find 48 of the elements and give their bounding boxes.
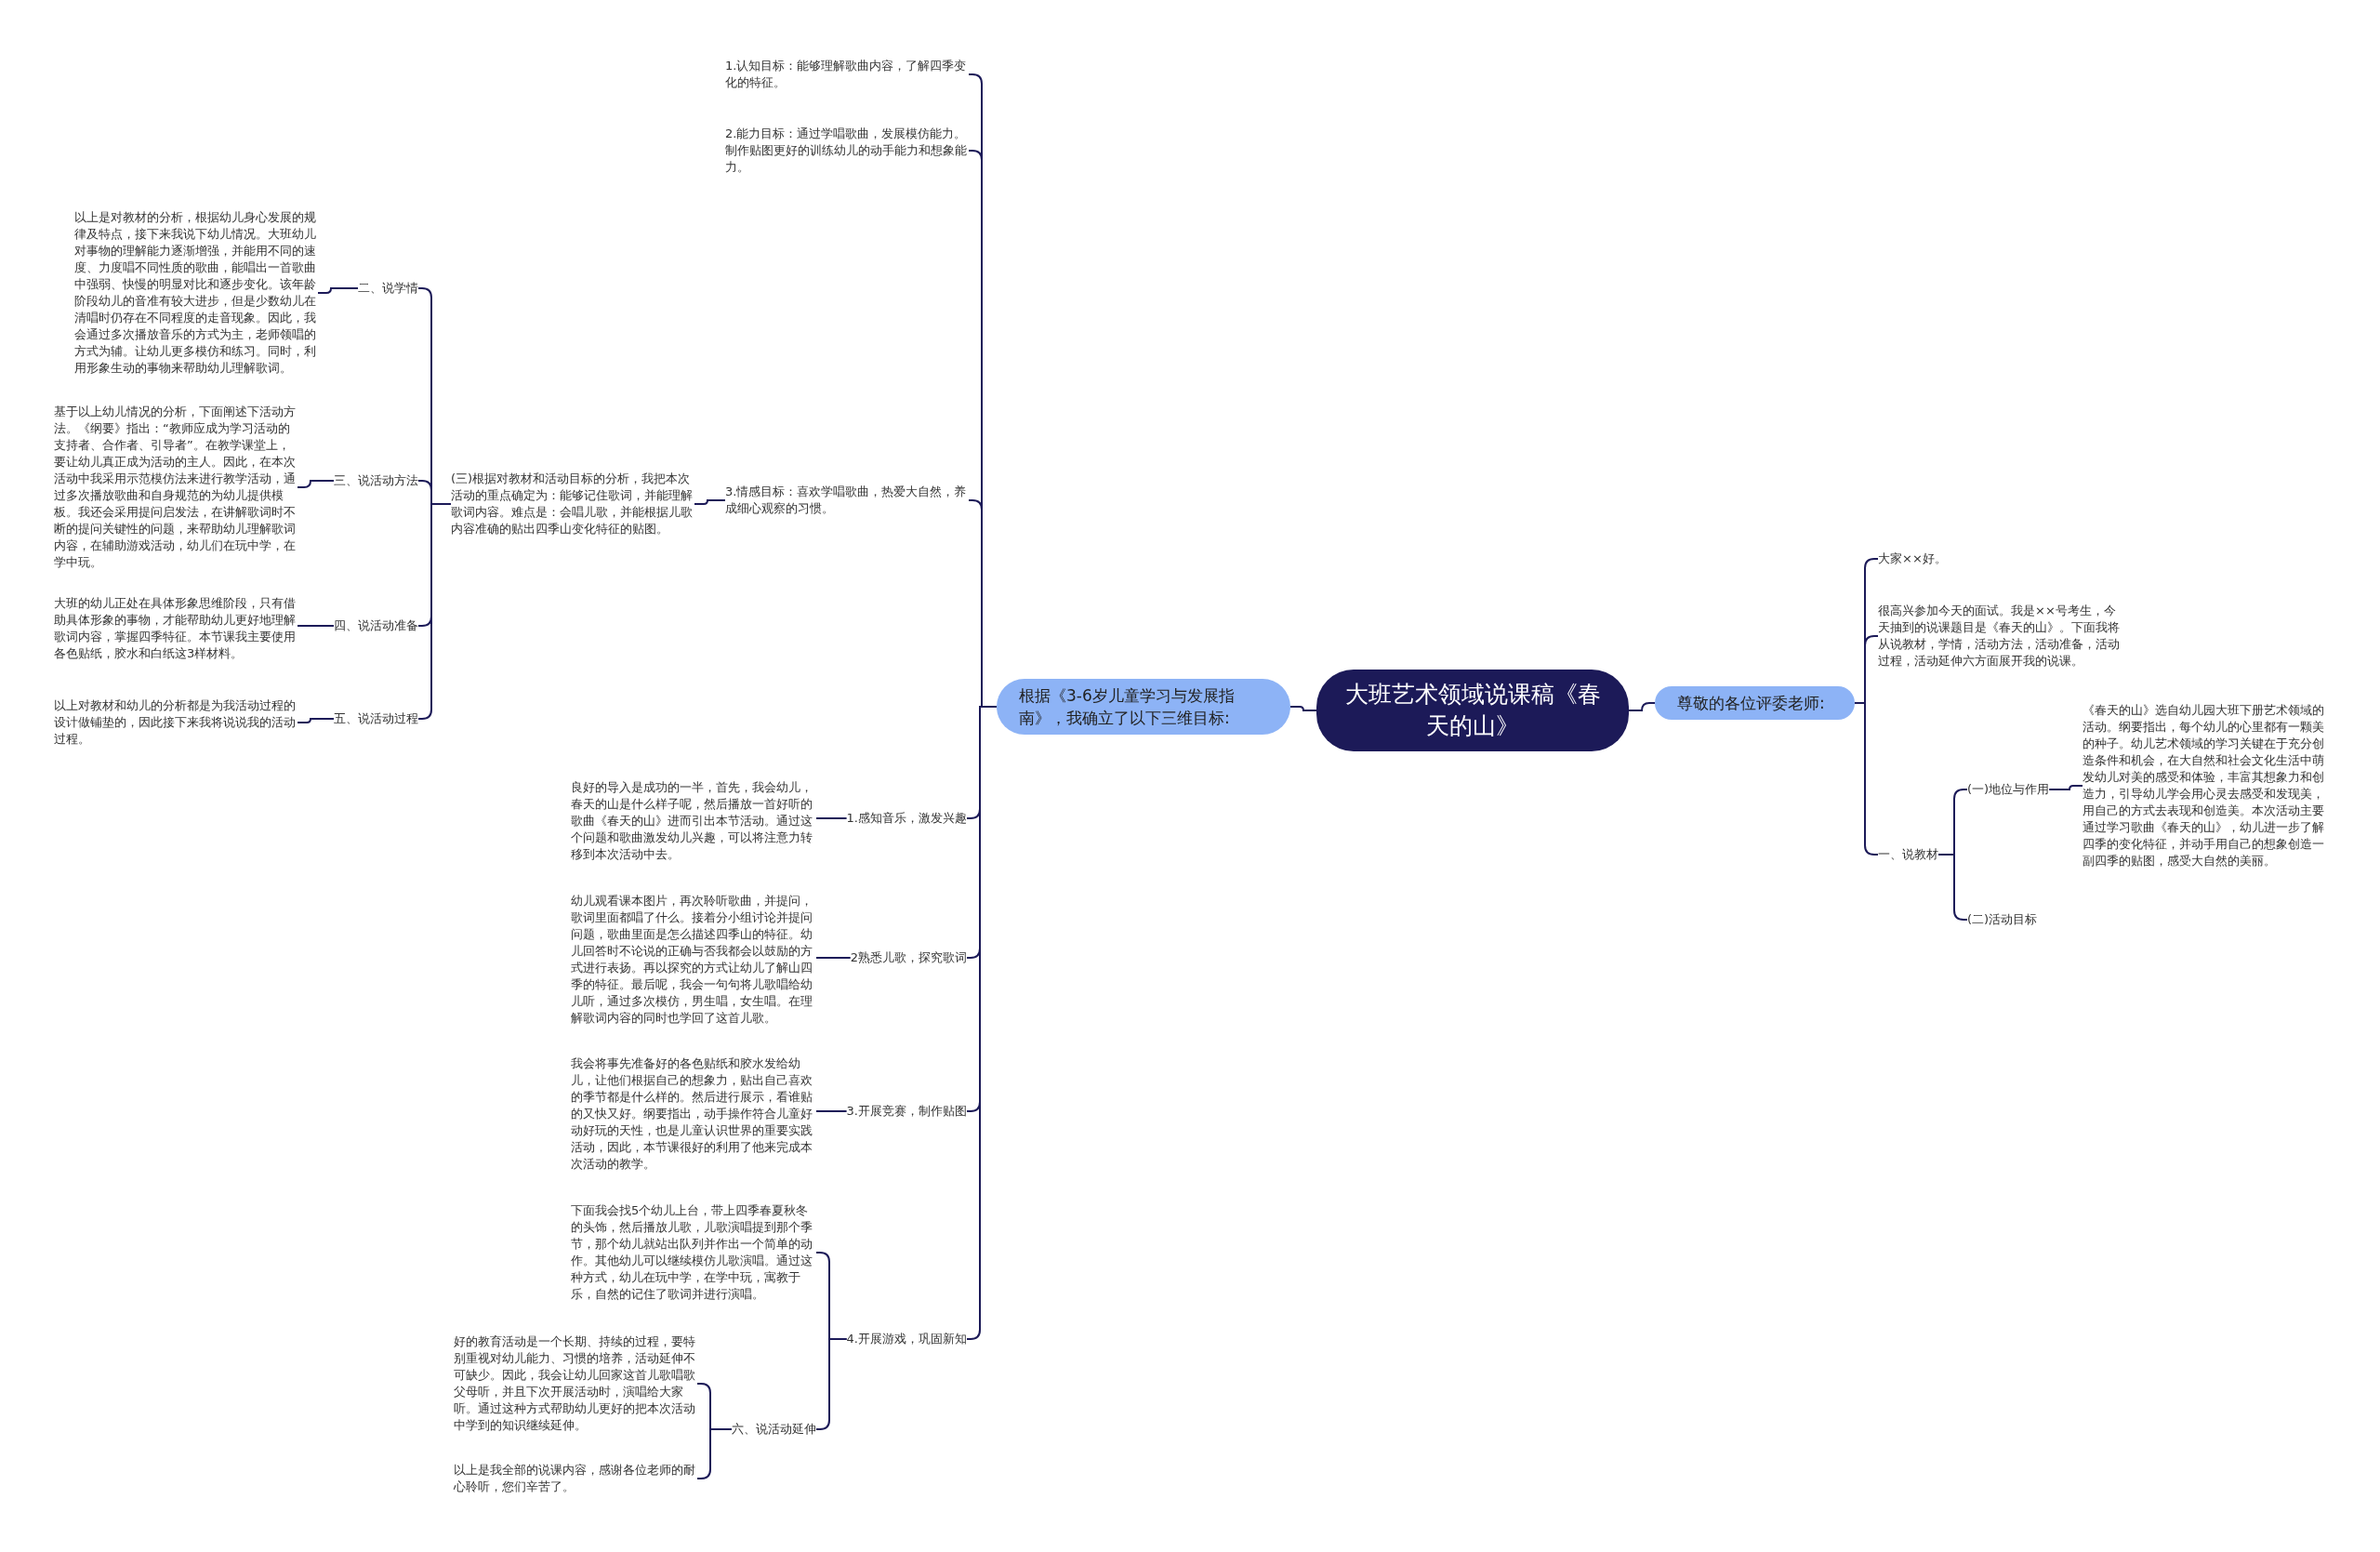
connector-line [694,499,726,505]
connector-line [317,287,359,294]
branch-label: 一、说教材 [1878,844,1938,865]
branch-label: 四、说活动准备 [334,616,418,636]
branch-label: 2熟悉儿歌，探究歌词 [850,948,967,968]
branch-label: 三、说活动方法 [334,471,418,491]
topic-text: 尊敬的各位评委老师: [1677,693,1826,714]
branch-label: 1.感知音乐，激发兴趣 [846,808,967,829]
note-text: 幼儿观看课本图片，再次聆听歌曲，并提问，歌词里面都唱了什么。接着分小组讨论并提问问题，歌曲里面是怎么描述四季山的特征。幼儿回答时不论说的正确与否我都会以鼓励的方式进行表扬。再以探究的方式让幼儿了解山四季的特征。最后呢，我会一句句将儿歌唱给幼儿听，通过多次模仿，男生唱，女生唱。在理解歌词内容的同时也学回了这首儿歌。 [571,893,816,1027]
branch-label: 3.开展竞赛，制作贴图 [846,1101,967,1121]
note-text: 《春天的山》选自幼儿园大班下册艺术领域的活动。纲要指出，每个幼儿的心里都有一颗美的种子。幼儿艺术领域的学习关键在于充分创造条件和机会，在大自然和社会文化生活中萌发幼儿对美的感受和体验，丰富其想象力和创造力，引导幼儿学会用心灵去感受和发现美，用自己的方式去表现和创造美。本次活动主要通过学习歌曲《春天的山》，幼儿进一步了解四季的变化特征，并动手用自己的想象创造一副四季的贴图，感受大自然的美丽。 [2082,702,2330,869]
note-text: 大班的幼儿正处在具体形象思维阶段，只有借助具体形象的事物，才能帮助幼儿更好地理解歌词内容，掌握四季特征。本节课我主要使用各色贴纸，胶水和白纸这3样材料。 [54,595,298,662]
connector-line [1628,702,1656,711]
note-text: (三)根据对教材和活动目标的分析，我把本次活动的重点确定为：能够记住歌词，并能理解歌词内容。难点是：会唱儿歌，并能根据儿歌内容准确的贴出四季山变化特征的贴图。 [451,471,694,537]
note-text: 以上对教材和幼儿的分析都是为我活动过程的设计做铺垫的，因此接下来我将说说我的活动过程。 [54,697,298,748]
note-text: 很高兴参加今天的面试。我是××号考生，今天抽到的说课题目是《春天的山》。下面我将从说教材，学情，活动方法，活动准备，活动过程，活动延伸六方面展开我的说课。 [1878,603,2127,670]
topic-text: 大班艺术领域说课稿《春天的山》 [1344,680,1601,741]
note-text: 良好的导入是成功的一半，首先，我会幼儿，春天的山是什么样子呢，然后播放一首好听的歌曲《春天的山》进而引出本节活动。通过这个问题和歌曲激发幼儿兴趣，可以将注意力转移到本次活动中去。 [571,779,816,863]
branch-topic [1655,686,1855,720]
topic-text: 根据《3-6岁儿童学习与发展指南》，我确立了以下三维目标: [1019,685,1236,729]
connector-line [417,503,452,720]
note-text: 1.认知目标：能够理解歌曲内容，了解四季变化的特征。 [725,58,969,91]
note-text: 好的教育活动是一个长期、持续的过程，要特别重视对幼儿能力、习惯的培养，活动延伸不可缺少。因此，我会让幼儿回家这首儿歌唱歌父母听，并且下次开展活动时，演唱给大家听。通过这种方式帮助幼儿更好的把本次活动中学到的知识继续延伸。 [454,1333,697,1434]
note-text: 2.能力目标：通过学唱歌曲，发展模仿能力。制作贴图更好的训练幼儿的动手能力和想象能力。 [725,126,969,176]
branch-label: 六、说活动延伸 [732,1419,816,1439]
note-text: 下面我会找5个幼儿上台，带上四季春夏秋冬的头饰，然后播放儿歌，儿歌演唱提到那个季节，那个幼儿就站出队列并作出一个简单的动作。其他幼儿可以继续模仿儿歌演唱。通过这种方式，幼儿在玩中学，在学中玩，寓教于乐，自然的记住了歌词并进行演唱。 [571,1202,816,1303]
connector-line [1937,854,1968,921]
connector-line [297,480,335,488]
branch-topic [997,679,1290,735]
connector-line [815,1338,848,1430]
connector-line [297,625,335,627]
connector-line [1289,706,1317,711]
branch-label: (二)活动目标 [1967,909,2038,930]
branch-label: 大家××好。 [1878,549,1947,569]
note-text: 3.情感目标：喜欢学唱歌曲，热爱大自然，养成细心观察的习惯。 [725,484,969,517]
branch-label: (一)地位与作用 [1967,779,2050,800]
branch-label: 4.开展游戏，巩固新知 [846,1329,967,1349]
branch-label: 二、说学情 [358,278,418,298]
note-text: 以上是我全部的说课内容，感谢各位老师的耐心聆听，您们辛苦了。 [454,1462,697,1495]
connector-line [297,718,335,723]
connector-line [815,957,852,959]
note-text: 基于以上幼儿情况的分析，下面阐述下活动方法。《纲要》指出：“教师应成为学习活动的支持者、合作者、引导者”。在教学课堂上，要让幼儿真正成为活动的主人。因此，在本次活动中我采用示范模仿法来进行教学活动，通过多次播放歌曲和自身规范的为幼儿提供模板。我还会采用提问启发法，在讲解歌词时不断的提问关键性的问题，来帮助幼儿理解歌词内容，在辅助游戏活动，幼儿们在玩中学，在学中玩。 [54,404,298,571]
connector-line [815,817,848,819]
note-text: 我会将事先准备好的各色贴纸和胶水发给幼儿，让他们根据自己的想象力，贴出自己喜欢的季节都是什么样的。然后进行展示，看谁贴的又快又好。纲要指出，动手操作符合儿童好动好玩的天性，也是儿童认识世界的重要实践活动，因此，本节课很好的利用了他来完成本次活动的教学。 [571,1055,816,1173]
note-text: 以上是对教材的分析，根据幼儿身心发展的规律及特点，接下来我说下幼儿情况。大班幼儿对事物的理解能力逐渐增强，并能用不同的速度、力度唱不同性质的歌曲，能唱出一首歌曲中强弱、快慢的明显对比和逐步变化。该年龄阶段幼儿的音准有较大进步，但是少数幼儿在清唱时仍存在不同程度的走音现象。因此，我会通过多次播放音乐的方式为主，老师领唱的方式为辅。让幼儿更多模仿和练习。同时，利用形象生动的事物来帮助幼儿理解歌词。 [74,209,318,377]
connector-line [2048,785,2083,790]
branch-label: 五、说活动过程 [334,709,418,729]
connector-line [815,1110,848,1112]
